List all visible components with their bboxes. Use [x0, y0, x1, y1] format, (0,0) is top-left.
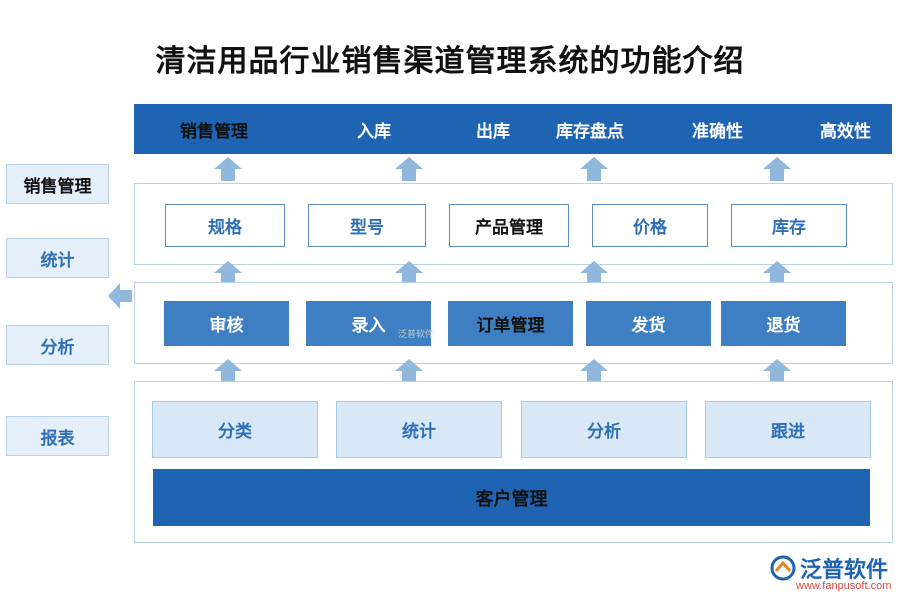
logo-url: www.fanpusoft.com: [796, 580, 892, 592]
arrow-up-icon: [580, 157, 608, 181]
arrow-up-icon: [214, 261, 242, 285]
sidebar-statistics: 统计: [6, 238, 109, 278]
top-item-outbound: 出库: [476, 122, 510, 142]
arrow-up-icon: [763, 359, 791, 383]
logo-name: 泛普软件: [800, 558, 889, 583]
order-management: 订单管理: [448, 301, 573, 346]
customer-management: 客户管理: [153, 469, 870, 526]
order-item-entry: 录入: [306, 301, 431, 346]
arrow-up-icon: [395, 261, 423, 285]
arrow-left-icon: [108, 283, 132, 309]
arrow-up-icon: [580, 261, 608, 285]
top-item-inbound: 入库: [357, 122, 391, 142]
customer-item-classify: 分类: [152, 401, 318, 458]
product-item-stock: 库存: [731, 204, 847, 247]
top-item-stocktake: 库存盘点: [556, 122, 624, 142]
top-item-sales-mgmt: 销售管理: [180, 122, 248, 142]
arrow-up-icon: [763, 157, 791, 181]
top-banner: 销售管理 入库 出库 库存盘点 准确性 高效性: [134, 104, 892, 154]
arrow-up-icon: [763, 261, 791, 285]
sidebar-sales-mgmt: 销售管理: [6, 164, 109, 204]
order-item-return: 退货: [721, 301, 846, 346]
arrow-up-icon: [214, 359, 242, 383]
order-item-shipping: 发货: [586, 301, 711, 346]
customer-item-followup: 跟进: [705, 401, 871, 458]
product-management: 产品管理: [449, 204, 569, 247]
watermark: 泛普软件: [398, 330, 435, 340]
top-item-efficiency: 高效性: [820, 122, 871, 142]
order-item-review: 审核: [164, 301, 289, 346]
diagram-title: 清洁用品行业销售渠道管理系统的功能介绍: [155, 44, 745, 79]
product-item-price: 价格: [592, 204, 708, 247]
arrow-up-icon: [580, 359, 608, 383]
sidebar-analysis: 分析: [6, 325, 109, 365]
product-item-spec: 规格: [165, 204, 285, 247]
sidebar-reports: 报表: [6, 416, 109, 456]
customer-item-statistics: 统计: [336, 401, 502, 458]
arrow-up-icon: [395, 157, 423, 181]
arrow-up-icon: [214, 157, 242, 181]
product-item-model: 型号: [308, 204, 426, 247]
logo-mark-icon: [770, 555, 796, 581]
arrow-up-icon: [395, 359, 423, 383]
top-item-accuracy: 准确性: [692, 122, 743, 142]
customer-item-analysis: 分析: [521, 401, 687, 458]
brand-logo: 泛普软件: [770, 552, 888, 584]
